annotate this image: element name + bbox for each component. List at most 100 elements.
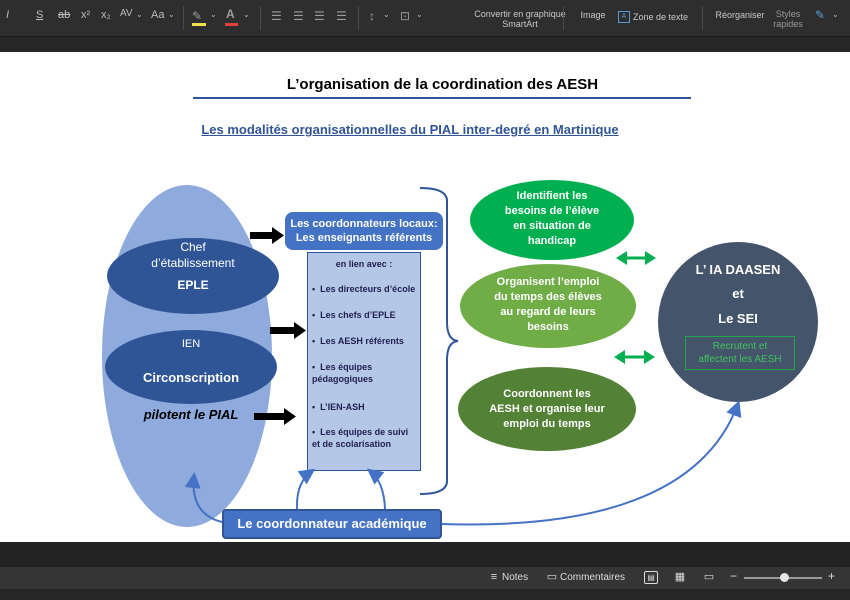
daasen-line3: Le SEI <box>718 311 758 326</box>
text-box-options-icon[interactable]: ⊡ <box>400 9 411 23</box>
normal-view-icon[interactable]: ▤ <box>644 571 658 584</box>
chef-label: Chef d’établissement <box>107 239 279 271</box>
green2-line1: Organisent l’emploi <box>496 276 600 288</box>
notes-icon[interactable]: ≡ <box>490 571 498 583</box>
green3-line2: AESH et organise leur <box>489 403 605 415</box>
coordonnateur-academique-box: Le coordonnateur académique <box>222 509 442 539</box>
chevron-down-icon[interactable]: ⌄ <box>832 10 839 19</box>
strikethrough-button[interactable]: ab <box>58 9 71 21</box>
status-bar: ≡ Notes ▭ Commentaires ▤ ▦ ▭ − + <box>0 566 850 589</box>
textbox-button[interactable]: Zone de texte <box>633 12 689 22</box>
green3-line1: Coordonnent les <box>503 388 591 400</box>
toolbar-divider <box>563 6 564 30</box>
list-item-text: L’IEN-ASH <box>320 402 365 412</box>
slide-sorter-icon[interactable]: ▦ <box>674 571 686 583</box>
coord-local-line1: Les coordonnateurs locaux: <box>290 218 438 230</box>
chef-etablissement-ellipse <box>107 238 279 314</box>
align-left-icon[interactable]: ☰ <box>271 9 282 23</box>
green2-line4: besoins <box>527 321 569 333</box>
list-item: • L’IEN-ASH <box>312 402 365 412</box>
shape-fill-icon[interactable]: ✎ <box>815 8 826 22</box>
chevron-down-icon[interactable]: ⌄ <box>416 10 423 19</box>
right-brace <box>419 187 459 495</box>
highlight-icon[interactable]: ✎ <box>192 9 203 23</box>
subscript-button[interactable]: x₂ <box>101 9 111 21</box>
arrow-to-list-2 <box>366 468 386 510</box>
line-spacing-icon[interactable]: ↕ <box>369 9 375 23</box>
list-item-text: Les équipes de suivi et de scolarisation <box>312 427 409 449</box>
list-heading: en lien avec : <box>335 259 393 269</box>
list-item: • Les équipes pédagogiques <box>312 362 374 384</box>
textbox-icon[interactable]: A <box>618 11 630 23</box>
green1-line4: handicap <box>527 235 577 247</box>
image-button[interactable]: Image <box>580 10 606 20</box>
align-center-icon[interactable]: ☰ <box>293 9 304 23</box>
convert-smartart-button[interactable]: Convertir en graphique SmartArt <box>474 9 566 29</box>
toolbar-divider <box>702 6 703 30</box>
recrutent-box: Recrutent et affectent les AESH <box>685 336 795 370</box>
font-color-swatch <box>225 23 238 26</box>
ien-label: IEN <box>181 338 201 350</box>
arrow-to-pial <box>184 472 223 523</box>
black-arrow-3 <box>254 408 296 425</box>
zoom-out-button[interactable]: − <box>730 569 738 583</box>
ribbon-bottom-band <box>0 37 850 52</box>
coord-local-line2: Les enseignants référents <box>295 232 433 244</box>
highlight-color-swatch <box>192 23 206 26</box>
pilotent-label: pilotent le PIAL <box>143 407 239 422</box>
green1-line3: en situation de <box>513 220 591 232</box>
window-bottom-edge <box>0 589 850 600</box>
black-arrow-2 <box>270 322 306 339</box>
presenter-view-icon[interactable]: ▭ <box>703 571 715 583</box>
chef-label-line1: Chef <box>180 240 206 254</box>
black-arrow-1 <box>250 227 284 244</box>
list-item: • Les chefs d’EPLE <box>312 310 396 320</box>
slide-subtitle: Les modalités organisationnelles du PIAL… <box>160 122 660 137</box>
toolbar-divider <box>183 6 184 30</box>
subtitle-highlight: inter-degré en Martinique <box>462 122 619 137</box>
font-color-icon[interactable]: A <box>226 7 235 21</box>
below-slide-area <box>0 542 850 566</box>
slide-canvas[interactable]: L’organisation de la coordination des AE… <box>0 52 850 542</box>
chevron-down-icon[interactable]: ⌄ <box>168 10 175 19</box>
list-item: • Les équipes de suivi et de scolarisati… <box>312 427 409 449</box>
chef-label-line2: d’établissement <box>151 256 235 270</box>
partners-list-box: en lien avec : • Les directeurs d’école … <box>307 252 421 471</box>
ribbon-toolbar: I S ab x² x₂ AV ⌄ Aa ⌄ ✎ ⌄ A ⌄ ☰ ☰ ☰ ☰ ↕… <box>0 0 850 37</box>
green3-line3: emploi du temps <box>503 418 591 430</box>
superscript-button[interactable]: x² <box>81 9 91 21</box>
justify-icon[interactable]: ☰ <box>336 9 347 23</box>
toolbar-divider <box>260 6 261 30</box>
underline-button[interactable]: S <box>36 9 44 21</box>
title-underline <box>193 97 691 99</box>
italic-button[interactable]: I <box>6 9 10 21</box>
list-item-text: Les directeurs d’école <box>320 284 416 294</box>
character-spacing-button[interactable]: AV <box>120 8 133 19</box>
chevron-down-icon[interactable]: ⌄ <box>383 10 390 19</box>
change-case-button[interactable]: Aa <box>151 9 165 21</box>
comments-icon[interactable]: ▭ <box>546 571 558 583</box>
toolbar-divider <box>358 6 359 30</box>
comments-button[interactable]: Commentaires <box>560 572 626 583</box>
daasen-line1: L’ IA DAASEN <box>695 262 781 277</box>
coordonnateurs-locaux-box: Les coordonnateurs locaux: Les enseignan… <box>285 212 443 250</box>
notes-button[interactable]: Notes <box>502 572 529 583</box>
quick-styles-button[interactable]: Styles rapides <box>773 9 803 29</box>
zoom-slider-knob[interactable] <box>780 573 789 582</box>
ien-ellipse <box>105 330 277 404</box>
green2-line3: au regard de leurs <box>500 306 596 318</box>
chevron-down-icon[interactable]: ⌄ <box>243 10 250 19</box>
chevron-down-icon[interactable]: ⌄ <box>136 10 143 19</box>
slide-title: L’organisation de la coordination des AE… <box>286 76 599 93</box>
recrutent-line2: affectent les AESH <box>698 354 782 365</box>
list-item-text: Les équipes pédagogiques <box>312 362 374 384</box>
green2-line2: du temps des élèves <box>494 291 602 303</box>
arrow-to-list-1 <box>295 468 316 510</box>
green-double-arrow-1 <box>616 251 656 265</box>
recrutent-line1: Recrutent et <box>712 341 768 352</box>
arrange-button[interactable]: Réorganiser <box>715 10 765 20</box>
align-right-icon[interactable]: ☰ <box>314 9 325 23</box>
chevron-down-icon[interactable]: ⌄ <box>210 10 217 19</box>
zoom-in-button[interactable]: + <box>828 569 836 583</box>
green1-line2: besoins de l’élève <box>504 205 600 217</box>
